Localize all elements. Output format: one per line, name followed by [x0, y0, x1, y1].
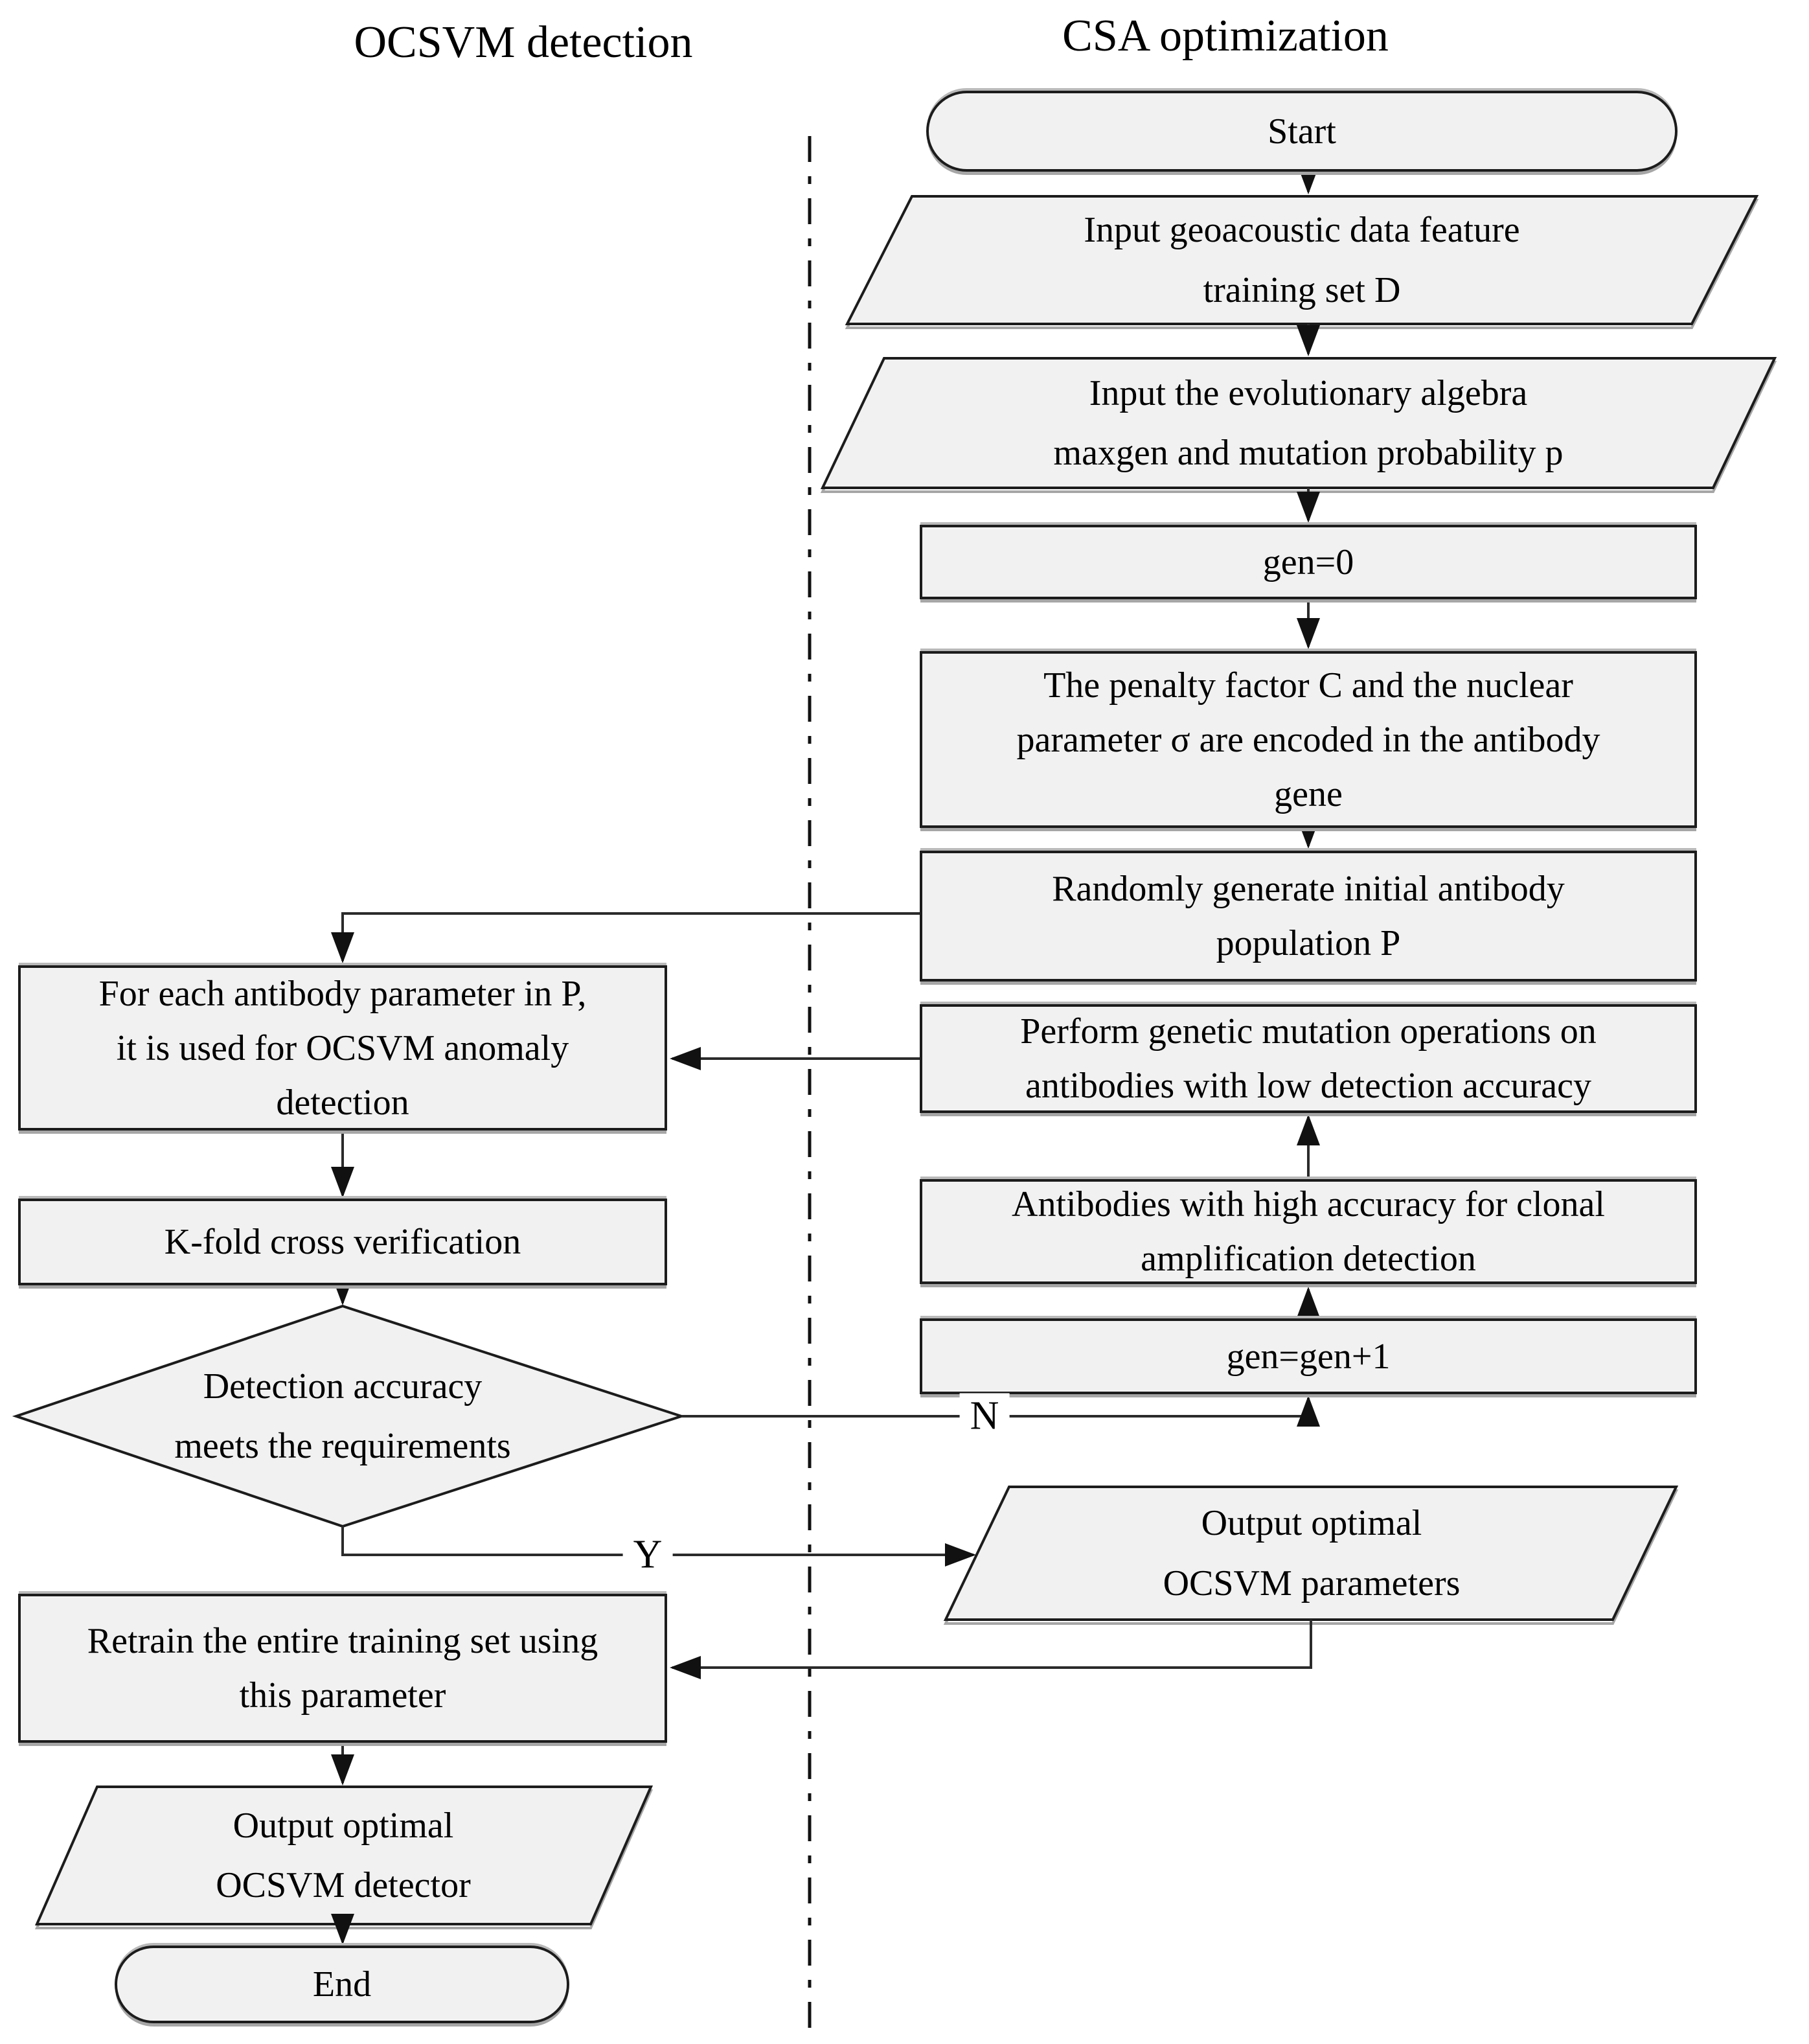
- column-header-ocsvm-detection: OCSVM detection: [354, 17, 693, 67]
- input-params-shape: [820, 357, 1777, 489]
- edge-decision-yes-to-output-params: [341, 1526, 976, 1567]
- node-random-pop: Randomly generate initial antibody popul…: [920, 851, 1697, 982]
- node-gen-inc: gen=gen+1: [920, 1318, 1697, 1394]
- node-kfold: K-fold cross verification: [18, 1199, 667, 1285]
- node-retrain: Retrain the entire training set using th…: [18, 1594, 667, 1743]
- edge-output-params-to-retrain: [670, 1620, 1312, 1679]
- node-decision-label: Detection accuracy meets the requirement…: [174, 1366, 511, 1466]
- node-end: End: [115, 1946, 569, 2023]
- node-clonal: Antibodies with high accuracy for clonal…: [920, 1179, 1697, 1284]
- node-input-params-label: Input the evolutionary algebra maxgen an…: [1053, 373, 1564, 473]
- edge-decision-no-to-gen-inc: [681, 1395, 1320, 1427]
- output-params-shape: [943, 1486, 1679, 1621]
- node-encode: The penalty factor C and the nuclear par…: [920, 651, 1697, 828]
- node-output-detector-label: Output optimal OCSVM detector: [216, 1805, 471, 1905]
- edge-label-yes: Y: [622, 1532, 673, 1578]
- node-foreach: For each antibody parameter in P, it is …: [18, 965, 667, 1131]
- input-data-shape: [845, 195, 1759, 325]
- column-header-csa-optimization: CSA optimization: [1062, 11, 1389, 61]
- node-input-data-label: Input geoacoustic data feature training …: [1084, 210, 1520, 310]
- edge-random-pop-to-foreach: [331, 912, 920, 963]
- edge-label-no: N: [959, 1393, 1010, 1440]
- node-start: Start: [926, 91, 1678, 172]
- output-detector-shape: [34, 1786, 654, 1925]
- node-gen-init: gen=0: [920, 525, 1697, 599]
- node-mutation: Perform genetic mutation operations on a…: [920, 1004, 1697, 1113]
- node-output-params-label: Output optimal OCSVM parameters: [1163, 1503, 1461, 1603]
